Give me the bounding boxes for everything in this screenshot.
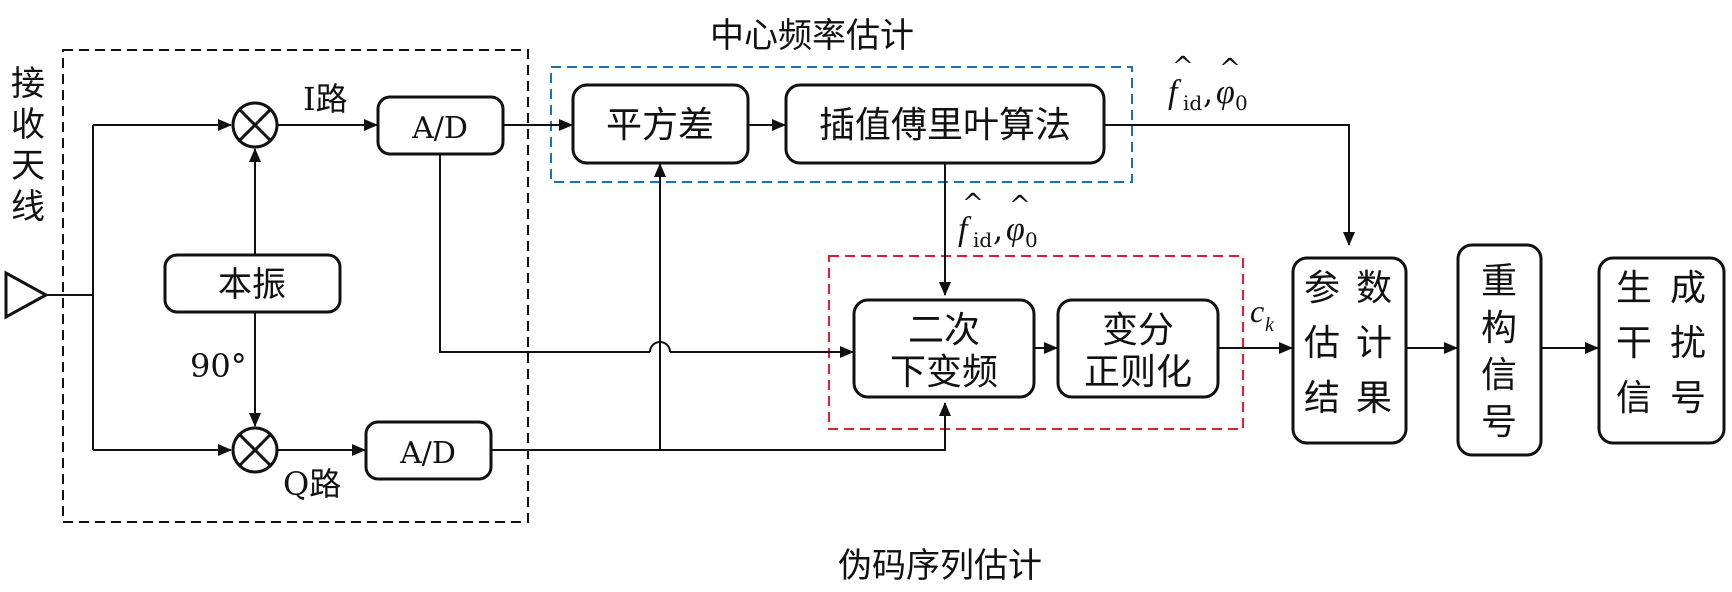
local-oscillator-label: 本振 (218, 265, 286, 305)
sep-mid: , (993, 210, 1003, 248)
antenna-label: 接 收 天 线 (11, 64, 45, 227)
phi-hat-top: φ (1216, 74, 1235, 111)
param-char-2: 数 (1356, 268, 1392, 309)
phi-hat-top-caret: ^ (1219, 54, 1241, 84)
f-hat-top-caret: ^ (1172, 52, 1194, 82)
ad-converter-i-label: A/D (411, 111, 468, 146)
estimate-label-top: f ^ id , φ ^ 0 (1168, 52, 1248, 115)
wire-ad-i-down (439, 154, 650, 353)
estimate-label-mid: f ^ id , φ ^ 0 (958, 189, 1038, 252)
jamming-char-1: 生 (1616, 268, 1652, 309)
variational-regularization-line1: 变分 (1102, 310, 1174, 351)
center-frequency-title: 中心频率估计 (710, 16, 914, 56)
ad-converter-q-label: A/D (399, 436, 456, 471)
phi-hat-mid-caret: ^ (1009, 191, 1031, 221)
reconstruct-char-4: 号 (1481, 402, 1517, 443)
reconstruct-signal-block (1456, 243, 1543, 457)
mixer-q-icon (231, 426, 279, 474)
mixer-i-icon (231, 101, 279, 149)
jamming-char-3: 干 (1616, 323, 1652, 364)
square-difference-label: 平方差 (606, 105, 714, 146)
f-hat-mid-caret: ^ (962, 189, 984, 219)
sep-top: , (1203, 73, 1213, 111)
reconstruct-char-2: 构 (1481, 308, 1517, 349)
reconstruct-char-3: 信 (1481, 355, 1517, 396)
jamming-char-6: 号 (1670, 378, 1706, 419)
generate-jamming-block (1597, 256, 1726, 445)
ck-k: k (1265, 314, 1275, 336)
antenna-char-2: 收 (11, 105, 45, 145)
phi-sub-top: 0 (1235, 91, 1248, 115)
f-sub-mid: id (973, 228, 992, 252)
pn-sequence-group (828, 255, 1244, 430)
phase-shift-label: 90° (190, 347, 247, 385)
wire-hop (649, 341, 671, 353)
f-sub-top: id (1183, 91, 1202, 115)
param-char-4: 计 (1356, 323, 1392, 364)
jamming-char-2: 成 (1670, 268, 1706, 309)
receiver-front-end-group (62, 49, 529, 523)
pn-sequence-title: 伪码序列估计 (838, 546, 1042, 586)
phi-sub-mid: 0 (1025, 228, 1038, 252)
reconstruct-char-1: 重 (1481, 261, 1517, 302)
antenna-char-4: 线 (11, 187, 45, 227)
ck-label: c k (1250, 293, 1275, 336)
variational-regularization-line2: 正则化 (1084, 352, 1192, 393)
wire-ad-q-main (491, 403, 946, 451)
param-char-5: 结 (1304, 378, 1340, 419)
jamming-char-4: 扰 (1670, 323, 1706, 364)
i-path-label: I路 (303, 80, 348, 118)
jamming-char-5: 信 (1616, 378, 1652, 419)
second-downconversion-line1: 二次 (908, 310, 980, 351)
wire-interp-to-result (1104, 124, 1355, 246)
param-char-1: 参 (1304, 268, 1340, 309)
local-oscillator-block (163, 253, 342, 314)
param-char-3: 估 (1304, 323, 1340, 364)
antenna-char-1: 接 (11, 64, 45, 104)
q-path-label: Q路 (283, 465, 341, 503)
phi-hat-mid: φ (1006, 211, 1025, 248)
parameter-result-block (1291, 256, 1408, 445)
second-downconversion-line2: 下变频 (890, 352, 998, 393)
antenna-icon (4, 270, 50, 320)
antenna-char-3: 天 (11, 146, 45, 186)
interp-fourier-label: 插值傅里叶算法 (819, 105, 1071, 146)
param-char-6: 果 (1356, 378, 1392, 419)
ck-c: c (1250, 293, 1264, 329)
